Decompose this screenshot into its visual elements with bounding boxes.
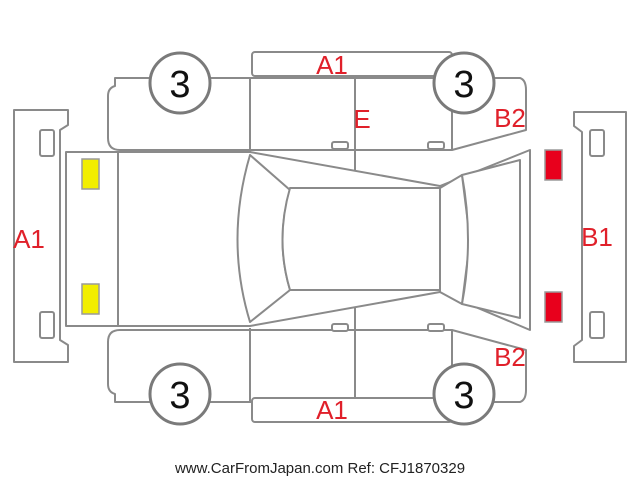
bottom-roof-strip (251, 397, 453, 423)
wheel-front-left-value: 3 (169, 64, 190, 106)
wheel-front-left (148, 51, 212, 115)
wheel-rear-right (432, 362, 496, 426)
front-light-marker-top (81, 158, 100, 190)
watermark-text: www.CarFromJapan.com Ref: CFJ1870329 (174, 460, 465, 477)
front-light-marker-bottom (81, 283, 100, 315)
door-handle-bottom-rear (427, 323, 445, 332)
door-handle-top-rear (427, 141, 445, 150)
front-bumper-slot-bottom (39, 311, 55, 339)
top-roof-strip (251, 51, 453, 77)
front-bumper (13, 109, 69, 363)
wheel-rear-right-value: 3 (453, 375, 474, 417)
code-front-bumper: A1 (13, 224, 45, 254)
code-rear-quarter-bottom: B2 (494, 342, 526, 372)
wheel-rear-left (432, 51, 496, 115)
roof-panel (281, 187, 441, 291)
wheel-rear-left-value: 3 (453, 64, 474, 106)
code-door: E (353, 104, 370, 134)
wheel-front-right-value: 3 (169, 375, 190, 417)
wheel-front-right (148, 362, 212, 426)
rear-bumper-slot-top (589, 129, 605, 157)
door-handle-bottom-front (331, 323, 349, 332)
door-handle-top-front (331, 141, 349, 150)
trunk-lid (461, 159, 521, 319)
front-bumper-slot-top (39, 129, 55, 157)
code-roof-bottom: A1 (316, 395, 348, 425)
code-rear-quarter-top: B2 (494, 103, 526, 133)
code-roof-top: A1 (316, 50, 348, 80)
rear-bumper (573, 111, 627, 363)
rear-light-marker-bottom (544, 291, 563, 323)
rear-light-marker-top (544, 149, 563, 181)
code-rear-bumper: B1 (581, 222, 613, 252)
rear-bumper-slot-bottom (589, 311, 605, 339)
